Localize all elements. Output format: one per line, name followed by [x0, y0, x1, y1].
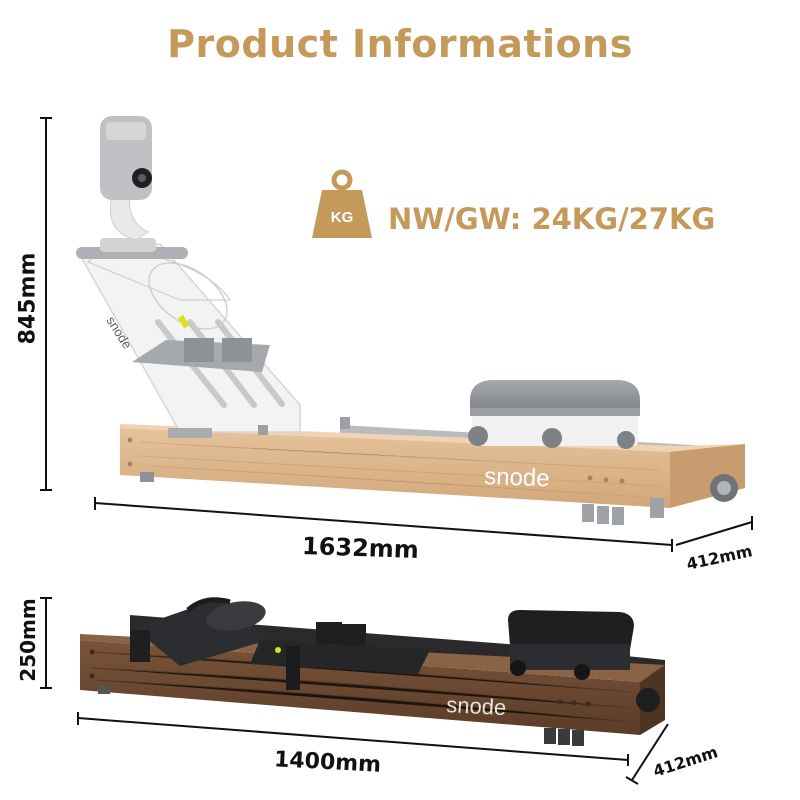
height-dimension-line-dark	[40, 597, 52, 689]
wood-beam-front	[120, 428, 670, 508]
page-title: Product Informations	[167, 22, 633, 66]
brand-logo-light: snode	[484, 463, 550, 492]
length-dimension-line-dark	[77, 712, 669, 785]
front-foot-dark	[98, 686, 110, 694]
footplate-housing: snode	[78, 243, 301, 438]
length-dimension-line	[94, 497, 753, 552]
weight-icon-label: KG	[331, 209, 354, 226]
footplate-mechanism-dark	[130, 597, 430, 690]
seat-dark	[508, 610, 634, 680]
rear-stabilizer-dark	[544, 728, 584, 746]
rower-light: snode	[40, 116, 753, 552]
weight-kg-icon: KG	[312, 169, 372, 238]
rower-dark: snode	[40, 597, 669, 785]
weight-text: NW/GW: 24KG/27KG	[388, 202, 716, 236]
height-label-dark: 250mm	[16, 598, 40, 682]
weight-info: KG NW/GW: 24KG/27KG	[308, 168, 788, 238]
transport-wheel-dark	[636, 688, 660, 712]
length-label-light: 1632mm	[301, 531, 420, 565]
height-dimension-line	[40, 117, 52, 491]
rear-stabilizer	[582, 498, 664, 525]
monitor	[100, 116, 152, 241]
height-label-light: 845mm	[15, 252, 41, 345]
front-foot	[140, 472, 154, 482]
brand-logo-dark: snode	[446, 692, 507, 720]
wood-beam-end	[670, 444, 745, 508]
seat-light	[468, 380, 640, 449]
